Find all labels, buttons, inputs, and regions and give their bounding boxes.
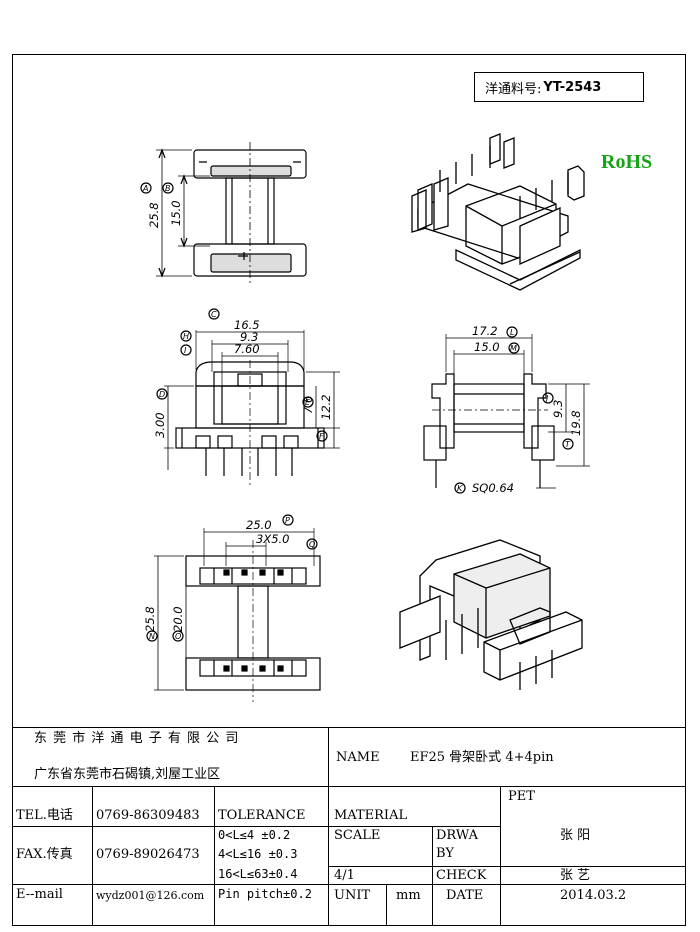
label-h: H: [183, 332, 189, 341]
drawing-sheet: [12, 54, 686, 926]
scale-label: SCALE: [334, 828, 381, 843]
side-view: [423, 326, 590, 494]
label-c: C: [211, 310, 217, 319]
dim-n: 25.8: [143, 606, 157, 632]
dim-c: 16.5: [234, 318, 260, 332]
tolerance-label: TOLERANCE: [218, 808, 306, 823]
label-f: F: [319, 432, 324, 441]
drawn-label-1: DRWA: [436, 828, 479, 843]
dim-h: 9.3: [240, 330, 258, 344]
dim-o: 20.0: [171, 606, 185, 632]
dim-e: 7.6: [301, 396, 315, 414]
part-number-label: 洋通料号:: [485, 81, 542, 97]
rohs-mark: RoHS: [601, 151, 653, 173]
fax-label: FAX.传真: [16, 847, 73, 862]
scale-value: 4/1: [334, 868, 355, 883]
top-view: [140, 142, 307, 284]
company-name: 东 莞 市 洋 通 电 子 有 限 公 司: [34, 731, 240, 746]
label-a: A: [142, 184, 148, 193]
dim-t: 19.8: [569, 410, 583, 436]
part-number-box: 洋通料号: YT-2543: [474, 72, 644, 102]
material-value: PET: [508, 789, 535, 804]
label-k: K: [457, 484, 463, 493]
front-view: [156, 308, 340, 486]
check-label: CHECK: [436, 868, 487, 883]
tolerance-line-1: 0<L≤4 ±0.2: [218, 828, 291, 842]
tel-value: 0769-86309483: [96, 808, 200, 823]
iso-view-top: [411, 133, 585, 291]
label-o: O: [175, 632, 181, 641]
email-label: E--mail: [16, 887, 63, 902]
unit-value: mm: [396, 888, 421, 903]
iso-view-bottom: [399, 539, 583, 690]
bottom-view: [146, 514, 321, 702]
drawn-value: 张 阳: [560, 828, 591, 843]
label-i: I: [184, 346, 187, 355]
dim-b: 15.0: [169, 200, 183, 226]
label-q: Q: [309, 540, 315, 549]
check-value: 张 艺: [560, 868, 591, 883]
dim-j: 9.3: [551, 400, 565, 418]
unit-label: UNIT: [334, 888, 371, 903]
dim-l: 17.2: [472, 324, 498, 338]
material-label: MATERIAL: [334, 808, 408, 823]
drawn-label-2: BY: [436, 846, 454, 861]
label-p: P: [285, 516, 290, 525]
date-label: DATE: [446, 888, 484, 903]
company-address: 广东省东莞市石碣镇,刘屋工业区: [34, 767, 221, 782]
dim-m: 15.0: [474, 340, 500, 354]
label-d: D: [159, 390, 165, 399]
tel-label: TEL.电话: [16, 808, 73, 823]
dim-k: SQ0.64: [472, 481, 514, 495]
label-e: E: [305, 398, 311, 407]
name-label: NAME: [336, 750, 380, 765]
dim-a: 25.8: [147, 202, 161, 228]
label-n: N: [149, 632, 155, 641]
dim-i: 7.60: [234, 342, 260, 356]
tolerance-line-2: 4<L≤16 ±0.3: [218, 847, 298, 861]
label-t: T: [565, 440, 571, 449]
email-value: wydz001@126.com: [96, 889, 205, 902]
dim-d: 3.00: [153, 412, 167, 438]
label-l: L: [510, 328, 514, 337]
fax-value: 0769-89026473: [96, 847, 200, 862]
part-number-value: YT-2543: [543, 79, 602, 95]
dim-p: 25.0: [246, 518, 272, 532]
label-b: B: [165, 184, 171, 193]
dim-f: 12.2: [319, 394, 333, 420]
tolerance-line-3: 16<L≤63±0.4: [218, 867, 298, 881]
label-j: J: [544, 394, 549, 403]
date-value: 2014.03.2: [560, 888, 627, 903]
tolerance-line-4: Pin pitch±0.2: [218, 887, 312, 901]
dim-q: 3X5.0: [256, 532, 289, 546]
name-value: EF25 骨架卧式 4+4pin: [410, 750, 554, 765]
label-m: M: [510, 344, 517, 353]
